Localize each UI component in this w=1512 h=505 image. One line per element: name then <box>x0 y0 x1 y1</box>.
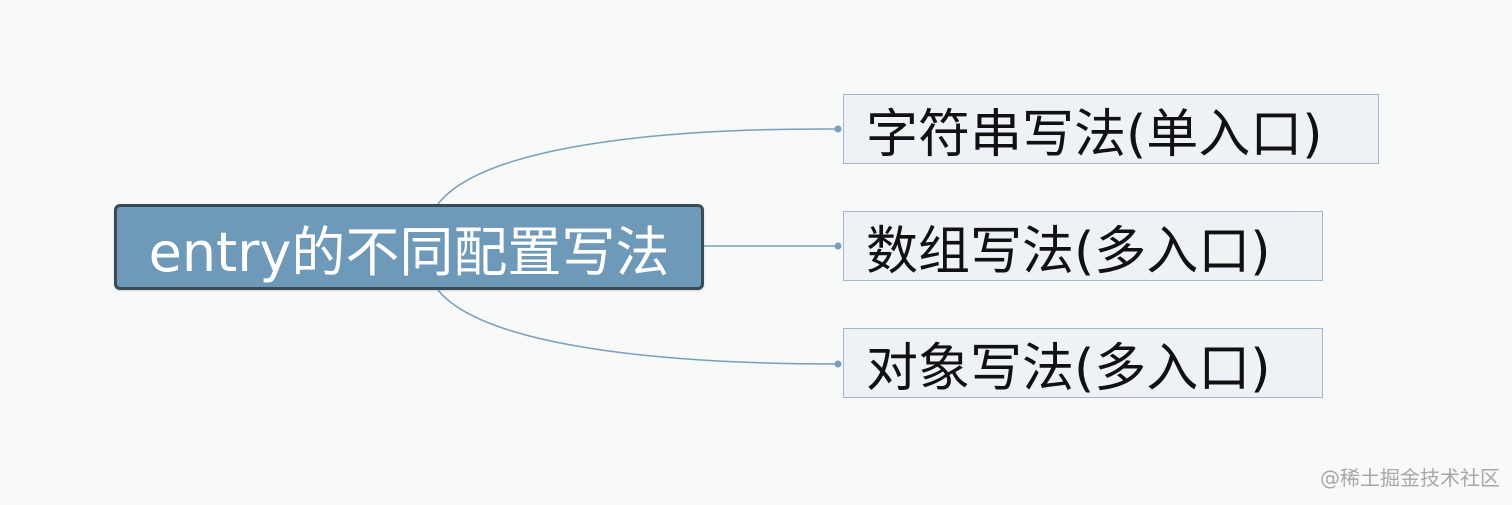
child-node-array[interactable]: 数组写法(多入口) <box>843 211 1323 282</box>
watermark: @稀土掘金技术社区 <box>1320 466 1500 490</box>
child-node-label: 对象写法(多入口) <box>866 338 1271 399</box>
child-node-object[interactable]: 对象写法(多入口) <box>843 328 1323 399</box>
child-node-string[interactable]: 字符串写法(单入口) <box>843 94 1379 165</box>
connector-line-3 <box>437 289 839 365</box>
child-node-label: 字符串写法(单入口) <box>866 104 1323 165</box>
root-node-label: entry的不同配置写法 <box>148 220 670 284</box>
connector-dot-2 <box>834 242 842 250</box>
root-node[interactable]: entry的不同配置写法 <box>114 204 704 290</box>
child-node-label: 数组写法(多入口) <box>866 221 1271 282</box>
connector-dot-1 <box>834 125 842 133</box>
connector-dot-3 <box>834 360 842 368</box>
connector-line-1 <box>437 128 839 205</box>
